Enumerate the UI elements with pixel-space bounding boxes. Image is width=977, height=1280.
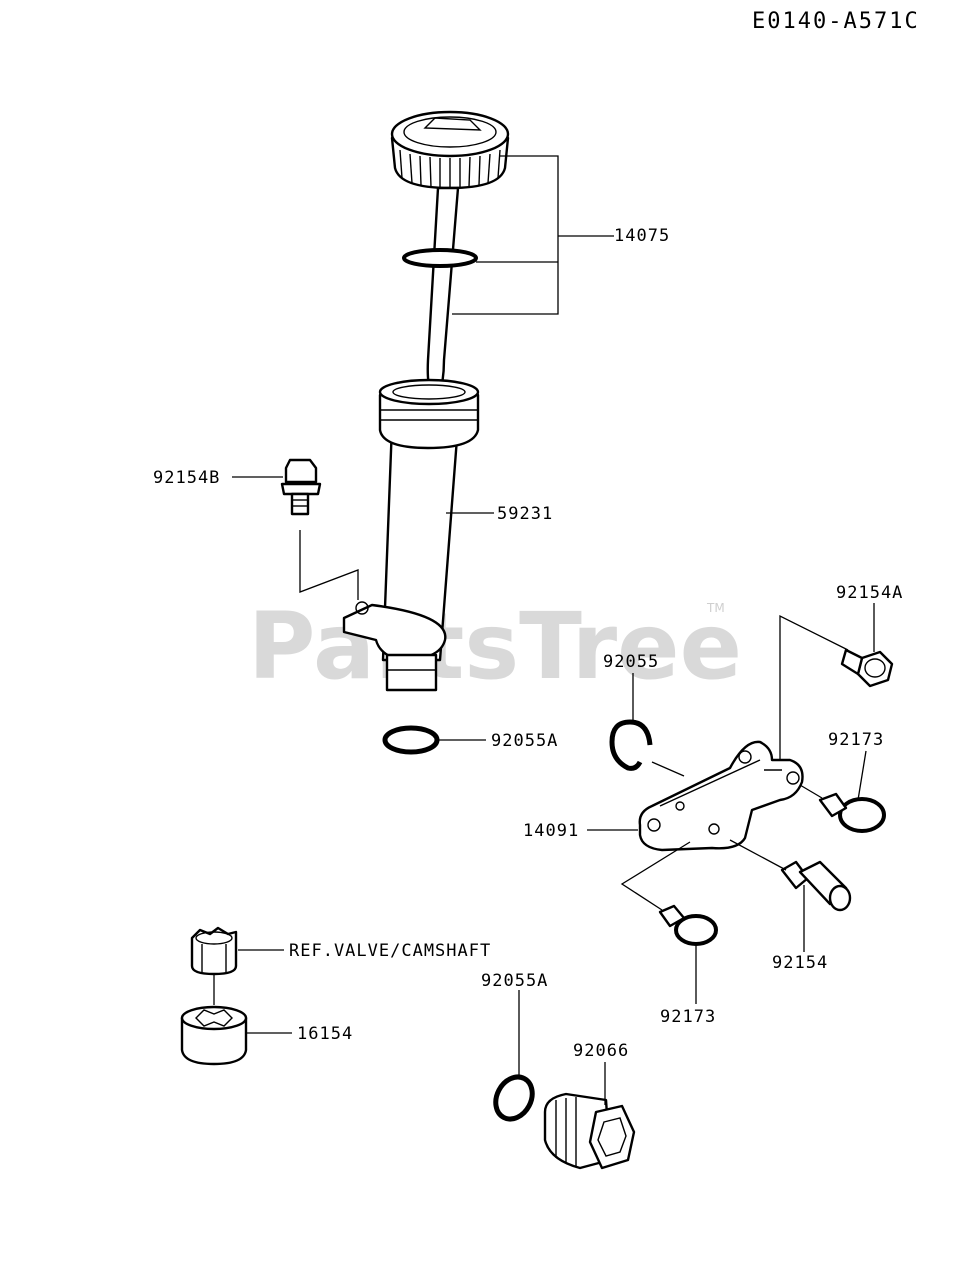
label-92066: 92066 [573,1041,629,1061]
label-14091: 14091 [523,821,579,841]
bolt-icon [840,648,894,688]
label-92173-right: 92173 [828,730,884,750]
gear-icon [180,1005,248,1066]
label-92055: 92055 [603,652,659,672]
o-ring-icon [493,1074,535,1122]
hose-clamp-icon [658,904,718,946]
label-16154: 16154 [297,1024,353,1044]
oil-filler-tube-icon [342,378,480,692]
hose-clamp-icon [818,792,886,833]
diagram-code: E0140-A571C [752,9,920,34]
watermark-text: PartsTree [248,593,742,700]
o-ring-icon [382,725,440,755]
o-ring-icon [609,719,653,771]
label-92154A: 92154A [836,583,903,603]
label-92154B: 92154B [153,468,220,488]
fitting-icon [780,860,852,912]
label-92154: 92154 [772,953,828,973]
o-ring-icon [402,248,478,268]
bolt-icon [280,458,322,516]
dipstick-cap-icon [390,110,510,392]
label-14075: 14075 [614,226,670,246]
label-ref-valve-camshaft: REF.VALVE/CAMSHAFT [289,941,491,961]
watermark-trademark: TM [706,601,725,615]
label-92055A-bottom: 92055A [481,971,548,991]
label-92173-bottom: 92173 [660,1007,716,1027]
drain-plug-icon [543,1092,636,1170]
label-92055A-top: 92055A [491,731,558,751]
gear-icon [190,926,238,976]
bracket-icon [638,740,804,852]
label-59231: 59231 [497,504,553,524]
